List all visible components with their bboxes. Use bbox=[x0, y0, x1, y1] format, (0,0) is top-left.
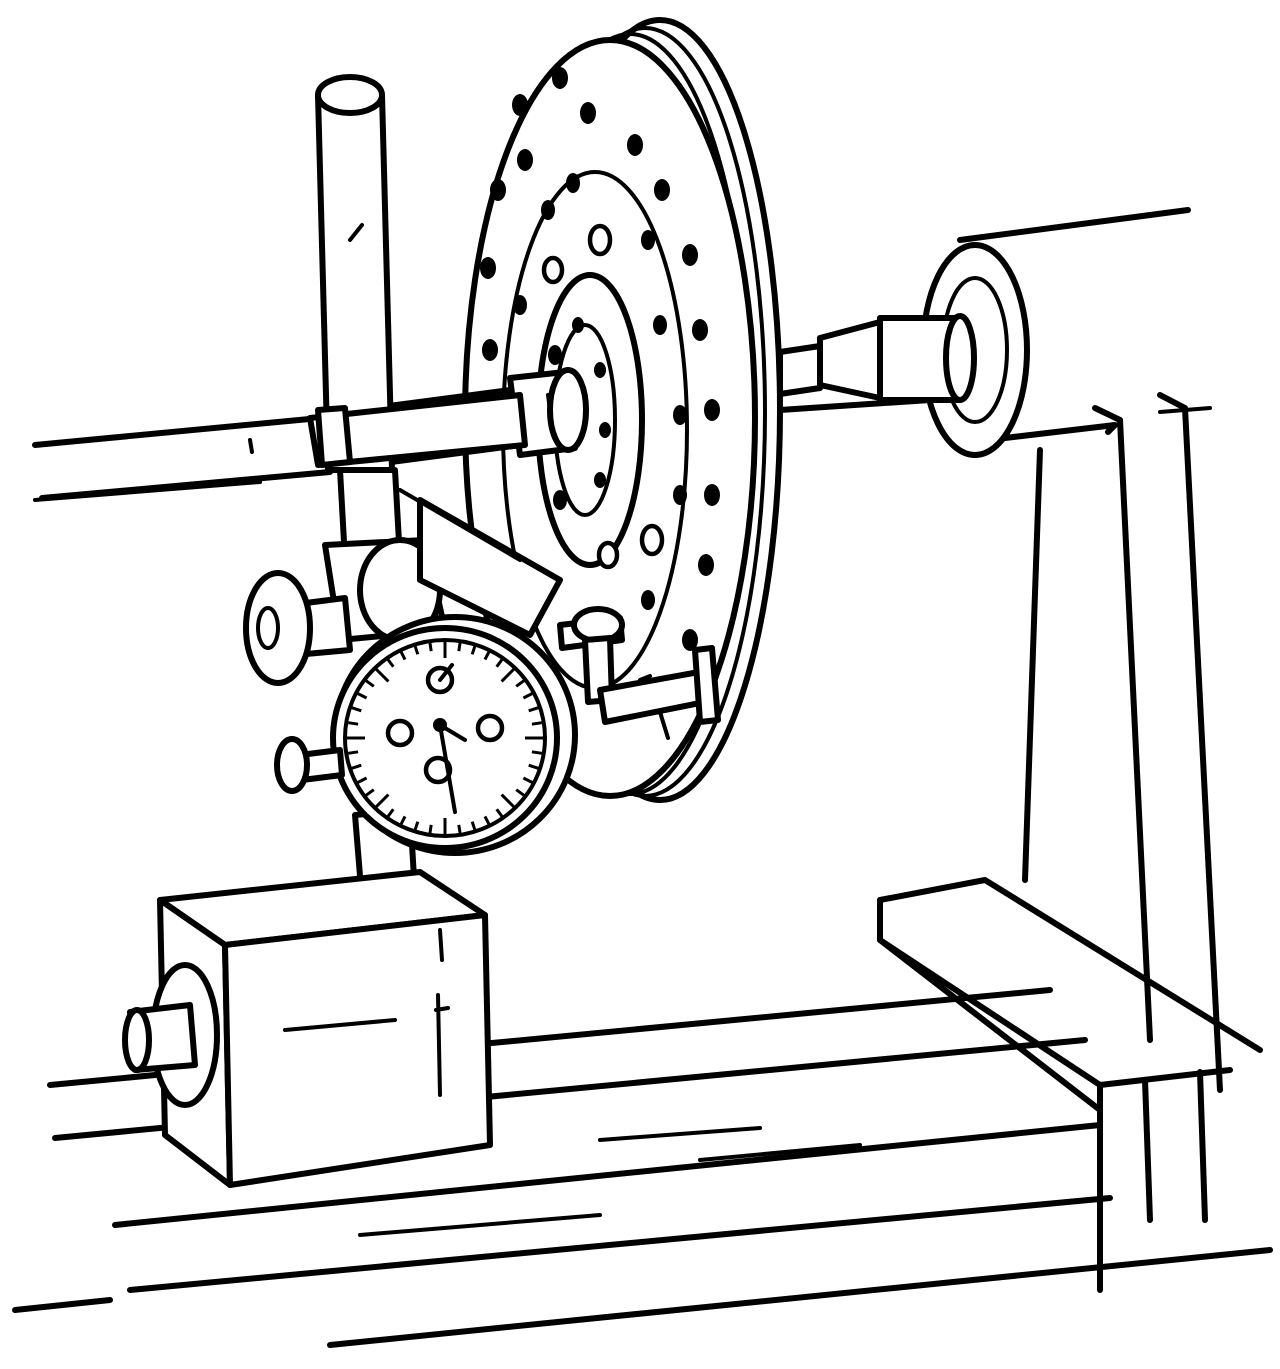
dial-tick bbox=[483, 650, 491, 661]
dial-tick bbox=[500, 667, 516, 683]
magnetic-base bbox=[122, 869, 493, 1188]
dial-tick bbox=[531, 750, 543, 755]
dial-tick bbox=[386, 808, 395, 819]
dial-tick bbox=[528, 763, 539, 770]
dial-tick bbox=[428, 824, 433, 836]
clamp-bar bbox=[248, 392, 528, 468]
dial-tick bbox=[351, 706, 362, 713]
indicator-probe bbox=[557, 606, 721, 740]
dial-tick bbox=[515, 679, 526, 688]
dial-tick bbox=[347, 721, 359, 726]
lathe-housing bbox=[957, 207, 1223, 1093]
rotor-inner-holes bbox=[513, 173, 687, 610]
dial-tick bbox=[364, 788, 375, 797]
dial-tick bbox=[399, 650, 407, 661]
dial-tick bbox=[357, 776, 368, 784]
dial-tick bbox=[483, 815, 491, 826]
dial-tick bbox=[413, 644, 420, 655]
dial-tick bbox=[522, 692, 533, 700]
dial-tick bbox=[495, 657, 504, 668]
dial-tick bbox=[347, 750, 359, 755]
dial-tick bbox=[500, 793, 516, 809]
dial-tick bbox=[357, 692, 368, 700]
rotor-outer-holes bbox=[480, 67, 720, 651]
dial-tick bbox=[495, 808, 504, 819]
dial-tick bbox=[364, 679, 375, 688]
dial-tick-marks bbox=[347, 640, 543, 836]
dial-tick bbox=[522, 776, 533, 784]
dial-tick bbox=[351, 763, 362, 770]
dial-tick bbox=[386, 657, 395, 668]
dial-tick bbox=[515, 788, 526, 797]
dial-tick bbox=[528, 706, 539, 713]
dial-tick bbox=[374, 667, 390, 683]
dial-tick bbox=[457, 640, 462, 652]
dial-tick bbox=[413, 821, 420, 832]
dial-tick bbox=[428, 640, 433, 652]
dial-tick bbox=[470, 821, 477, 832]
dial-indicator bbox=[274, 614, 578, 903]
locking-knob bbox=[243, 570, 353, 686]
dial-tick bbox=[399, 815, 407, 826]
dial-tick bbox=[531, 721, 543, 726]
dial-tick bbox=[457, 824, 462, 836]
dial-tick bbox=[470, 644, 477, 655]
dial-tick bbox=[374, 793, 390, 809]
spindle-nose bbox=[777, 242, 1030, 458]
